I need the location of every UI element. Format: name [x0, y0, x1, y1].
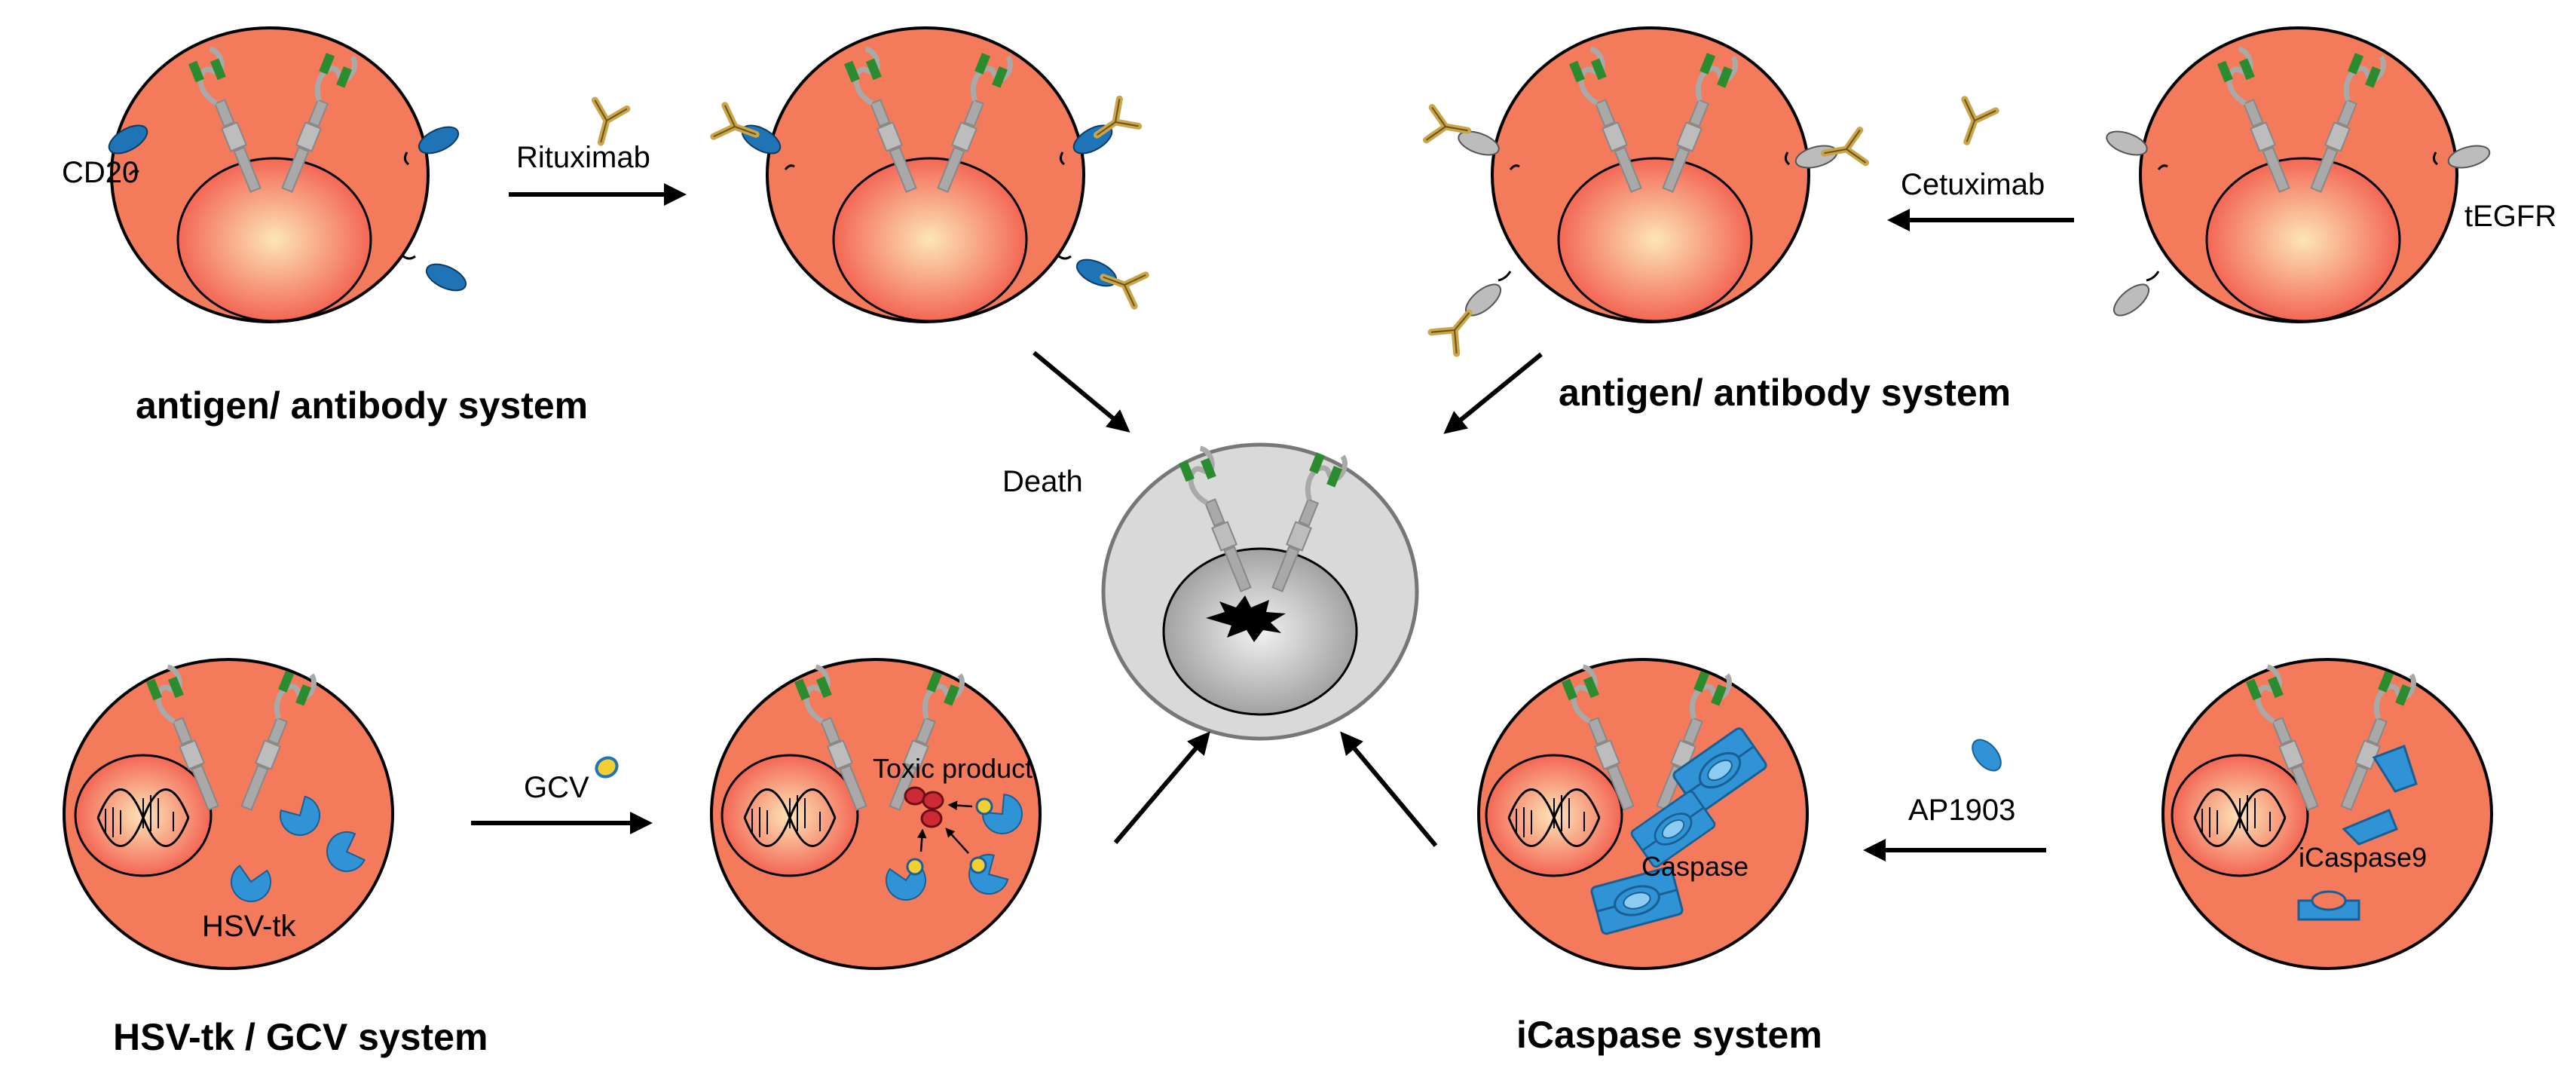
icaspase9-label: iCaspase9 — [2299, 842, 2427, 873]
tegfr-antigen — [2106, 130, 2491, 317]
cell-tegfr-expressing — [2106, 26, 2491, 323]
hsv-tk-label: HSV-tk — [202, 910, 296, 943]
arrow-to-death-top-left — [1033, 350, 1130, 433]
death-label: Death — [1002, 465, 1083, 498]
gcv-molecule-icon — [595, 756, 619, 779]
arrow-to-death-top-right — [1443, 352, 1543, 434]
hsv-gcv-system-title: HSV-tk / GCV system — [113, 1016, 488, 1058]
tegfr-label: tEGFR — [2464, 200, 2556, 233]
gcv-label: GCV — [524, 771, 589, 804]
toxic-product-molecules — [904, 786, 944, 828]
rituximab-antibody-icon — [585, 100, 627, 147]
antibody-system-title-right: antigen/ antibody system — [1559, 372, 2011, 414]
icaspase9-monomers — [2297, 745, 2418, 921]
cetuximab-antibody-icon — [1951, 99, 1996, 148]
icaspase-system-title: iCaspase system — [1516, 1014, 1822, 1056]
cell-cetuximab-bound — [1427, 26, 1866, 353]
toxic-product-label: Toxic product — [873, 753, 1033, 784]
cell-icaspase9-expressing — [2161, 658, 2493, 970]
arrow-to-death-bottom-left — [1113, 731, 1210, 844]
dead-cell — [1101, 442, 1419, 741]
ap1903-molecule-icon — [1972, 739, 2002, 772]
rituximab-label: Rituximab — [516, 141, 650, 174]
arrow-to-death-bottom-right — [1340, 731, 1438, 847]
cell-cd20-expressing — [108, 26, 467, 323]
cd20-antigen — [108, 124, 467, 292]
cell-caspase-active — [1477, 658, 1809, 970]
cell-rituximab-bound — [714, 26, 1146, 323]
ap1903-label: AP1903 — [1908, 794, 2015, 827]
cell-gcv-treated — [710, 658, 1042, 970]
antibody-system-title-left: antigen/ antibody system — [136, 384, 588, 427]
caspase-label: Caspase — [1641, 851, 1748, 882]
cell-hsv-tk-expressing — [63, 658, 394, 970]
cetuximab-label: Cetuximab — [1901, 168, 2045, 201]
cd20-label: CD20 — [62, 156, 139, 189]
